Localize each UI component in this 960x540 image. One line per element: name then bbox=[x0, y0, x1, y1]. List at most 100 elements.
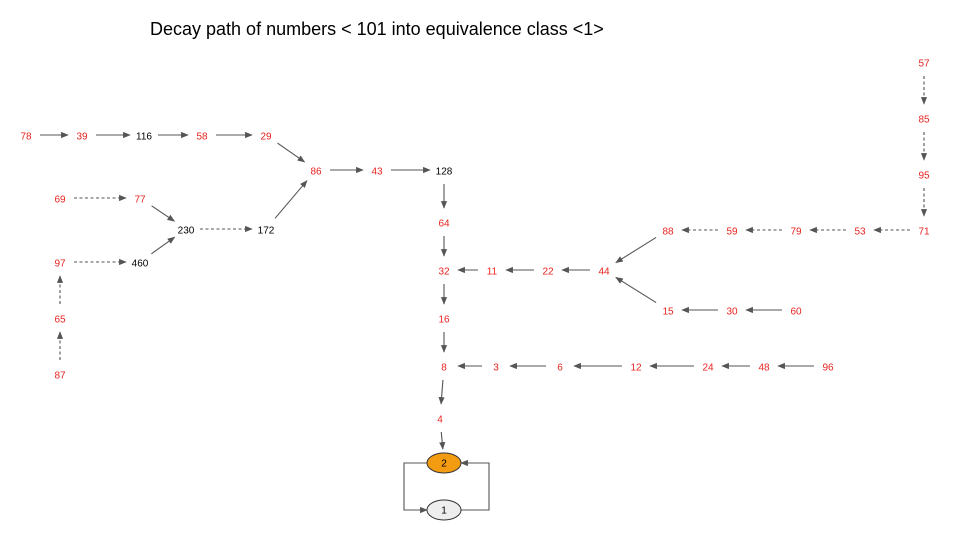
node-6: 6 bbox=[557, 363, 563, 374]
node-48: 48 bbox=[758, 363, 770, 374]
node-label: 69 bbox=[54, 195, 66, 206]
node-label: 57 bbox=[918, 59, 930, 70]
node-128: 128 bbox=[436, 167, 453, 178]
node-15: 15 bbox=[662, 307, 674, 318]
node-8: 8 bbox=[441, 363, 447, 374]
node-label: 29 bbox=[260, 132, 272, 143]
node-label: 71 bbox=[918, 227, 930, 238]
node-label: 2 bbox=[441, 459, 447, 470]
node-77: 77 bbox=[134, 195, 146, 206]
node-32: 32 bbox=[438, 267, 450, 278]
node-label: 79 bbox=[790, 227, 802, 238]
node-label: 6 bbox=[557, 363, 563, 374]
node-95: 95 bbox=[918, 171, 930, 182]
node-79: 79 bbox=[790, 227, 802, 238]
diagram-title: Decay path of numbers < 101 into equival… bbox=[150, 19, 604, 39]
edge-2-to-1 bbox=[403, 462, 428, 514]
node-24: 24 bbox=[702, 363, 714, 374]
node-1-ellipse bbox=[426, 499, 462, 521]
node-3: 3 bbox=[493, 363, 499, 374]
node-label: 24 bbox=[702, 363, 714, 374]
node-label: 12 bbox=[630, 363, 642, 374]
node-172: 172 bbox=[258, 226, 275, 237]
node-22: 22 bbox=[542, 267, 554, 278]
edge-460-to-230 bbox=[151, 236, 176, 255]
node-label: 77 bbox=[134, 195, 146, 206]
node-69: 69 bbox=[54, 195, 66, 206]
node-460: 460 bbox=[132, 259, 149, 270]
node-label: 53 bbox=[854, 227, 866, 238]
node-29: 29 bbox=[260, 132, 272, 143]
node-label: 59 bbox=[726, 227, 738, 238]
node-30: 30 bbox=[726, 307, 738, 318]
node-label: 1 bbox=[441, 506, 447, 517]
node-label: 128 bbox=[436, 167, 453, 178]
node-43: 43 bbox=[371, 167, 383, 178]
node-87: 87 bbox=[54, 371, 66, 382]
node-label: 86 bbox=[310, 167, 322, 178]
node-116: 116 bbox=[136, 132, 152, 143]
node-39: 39 bbox=[76, 132, 88, 143]
node-label: 15 bbox=[662, 307, 674, 318]
node-label: 43 bbox=[371, 167, 383, 178]
node-230: 230 bbox=[178, 226, 195, 237]
node-57: 57 bbox=[918, 59, 930, 70]
node-label: 3 bbox=[493, 363, 499, 374]
node-label: 230 bbox=[178, 226, 195, 237]
edge-4-to-2 bbox=[439, 431, 446, 450]
edge-layer bbox=[40, 76, 928, 514]
node-label: 172 bbox=[258, 226, 275, 237]
node-label: 32 bbox=[438, 267, 450, 278]
node-label: 85 bbox=[918, 115, 930, 126]
edge-77-to-230 bbox=[151, 205, 176, 222]
edge-88-to-44 bbox=[615, 236, 657, 264]
node-97: 97 bbox=[54, 259, 66, 270]
node-label: 64 bbox=[438, 219, 450, 230]
node-85: 85 bbox=[918, 115, 930, 126]
node-78: 78 bbox=[20, 132, 32, 143]
node-label: 97 bbox=[54, 259, 66, 270]
node-58: 58 bbox=[196, 132, 208, 143]
node-64: 64 bbox=[438, 219, 450, 230]
node-2-ellipse bbox=[426, 452, 462, 474]
node-59: 59 bbox=[726, 227, 738, 238]
node-label: 22 bbox=[542, 267, 554, 278]
node-label: 60 bbox=[790, 307, 802, 318]
node-4: 4 bbox=[437, 415, 443, 426]
node-11: 11 bbox=[487, 267, 498, 278]
node-16: 16 bbox=[438, 315, 450, 326]
node-2: 2 bbox=[426, 452, 462, 474]
node-label: 44 bbox=[598, 267, 610, 278]
node-44: 44 bbox=[598, 267, 610, 278]
node-86: 86 bbox=[310, 167, 322, 178]
node-1: 1 bbox=[426, 499, 462, 521]
edge-8-to-4 bbox=[438, 379, 445, 405]
node-53: 53 bbox=[854, 227, 866, 238]
node-label: 8 bbox=[441, 363, 447, 374]
node-label: 11 bbox=[487, 267, 498, 278]
node-12: 12 bbox=[630, 363, 642, 374]
node-label: 87 bbox=[54, 371, 66, 382]
node-88: 88 bbox=[662, 227, 674, 238]
node-label: 460 bbox=[132, 259, 149, 270]
node-label: 16 bbox=[438, 315, 450, 326]
node-label: 96 bbox=[822, 363, 834, 374]
node-label: 88 bbox=[662, 227, 674, 238]
node-65: 65 bbox=[54, 315, 66, 326]
node-label: 78 bbox=[20, 132, 32, 143]
node-60: 60 bbox=[790, 307, 802, 318]
node-label: 39 bbox=[76, 132, 88, 143]
edge-1-to-2 bbox=[460, 459, 490, 511]
edge-29-to-86 bbox=[277, 142, 306, 163]
edge-172-to-86 bbox=[274, 180, 308, 219]
node-71: 71 bbox=[918, 227, 930, 238]
node-label: 95 bbox=[918, 171, 930, 182]
node-label: 30 bbox=[726, 307, 738, 318]
node-label: 4 bbox=[437, 415, 443, 426]
node-label: 58 bbox=[196, 132, 208, 143]
node-label: 116 bbox=[136, 132, 152, 143]
node-label: 48 bbox=[758, 363, 770, 374]
node-96: 96 bbox=[822, 363, 834, 374]
